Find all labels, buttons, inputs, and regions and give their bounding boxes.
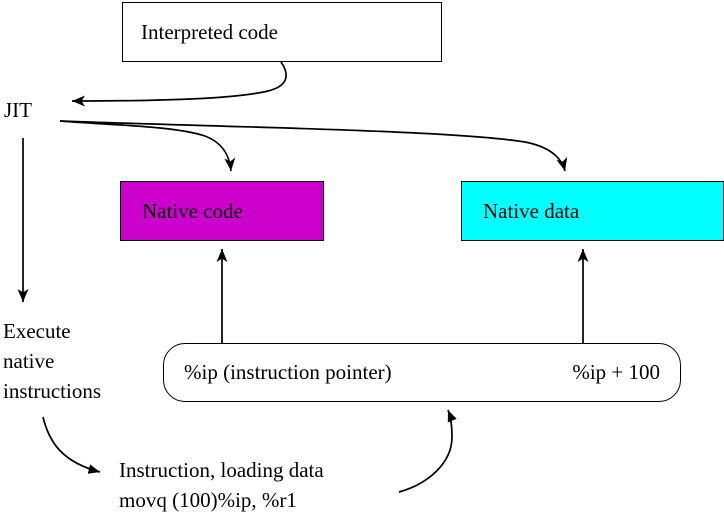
- node-ip-box-left-label: %ip (instruction pointer): [184, 360, 392, 384]
- node-ip-box[interactable]: %ip (instruction pointer) %ip + 100: [163, 343, 681, 402]
- label-execute-native-instructions: Execute native instructions: [3, 316, 101, 406]
- label-execute-line-2: native: [3, 349, 55, 373]
- edge-interpreted-code-to-jit: [71, 61, 287, 107]
- node-native-data[interactable]: Native data: [461, 181, 724, 241]
- node-interpreted-code[interactable]: Interpreted code: [122, 2, 442, 62]
- edge-jit-to-native-code: [59, 120, 236, 172]
- label-jit-line: JIT: [4, 98, 32, 122]
- node-native-data-label: Native data: [483, 198, 580, 223]
- label-jit: JIT: [4, 95, 32, 125]
- node-interpreted-code-label: Interpreted code: [141, 19, 279, 44]
- node-ip-box-right-label: %ip + 100: [572, 360, 660, 384]
- edge-instruction-to-ip-box: [398, 409, 457, 493]
- node-native-code[interactable]: Native code: [120, 181, 324, 241]
- edge-execute-to-instruction: [42, 416, 101, 474]
- label-instruction-line-2: movq (100)%ip, %r1: [119, 488, 297, 512]
- node-native-code-label: Native code: [142, 198, 243, 223]
- label-execute-line-3: instructions: [3, 379, 101, 403]
- label-execute-line-1: Execute: [3, 319, 71, 343]
- label-instruction-line-1: Instruction, loading data: [119, 458, 324, 482]
- label-instruction-loading-data: Instruction, loading data movq (100)%ip,…: [119, 455, 324, 515]
- edge-jit-to-native-data: [59, 120, 568, 172]
